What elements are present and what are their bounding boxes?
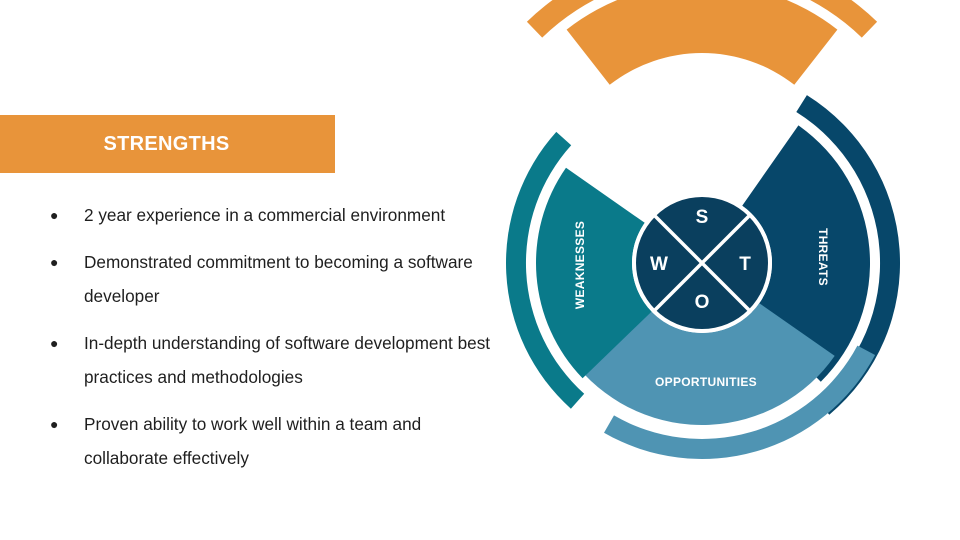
- list-item: ● In-depth understanding of software dev…: [50, 326, 500, 394]
- letter-t: T: [739, 254, 751, 275]
- list-item: ● Proven ability to work well within a t…: [50, 407, 500, 475]
- weaknesses-label: WEAKNESSES: [573, 221, 587, 309]
- strengths-label: STRENGTHS: [642, 87, 719, 101]
- strengths-outer-ring: [526, 0, 878, 38]
- bullet-text: Proven ability to work well within a tea…: [84, 414, 422, 468]
- bullet-text: In-depth understanding of software devel…: [84, 333, 491, 387]
- bullet-text: Demonstrated commitment to becoming a so…: [84, 252, 473, 306]
- threats-label: THREATS: [816, 228, 830, 286]
- center-divider: [653, 214, 751, 312]
- bullet-icon: ●: [50, 416, 59, 432]
- list-item: ● Demonstrated commitment to becoming a …: [50, 245, 500, 313]
- bullet-icon: ●: [50, 207, 59, 223]
- opportunities-segment: [577, 303, 835, 425]
- weaknesses-segment: [536, 167, 652, 379]
- opportunities-outer-ring: [604, 345, 876, 459]
- banner-title: STRENGTHS: [103, 132, 230, 155]
- weaknesses-outer-ring: [506, 131, 585, 409]
- strengths-segment: [566, 0, 838, 85]
- threats-outer-ring: [796, 95, 901, 415]
- bullet-icon: ●: [50, 254, 59, 270]
- bullet-text: 2 year experience in a commercial enviro…: [84, 205, 446, 225]
- list-item: ● 2 year experience in a commercial envi…: [50, 198, 500, 232]
- strengths-list: ● 2 year experience in a commercial envi…: [50, 198, 500, 488]
- letter-w: W: [650, 254, 668, 275]
- letter-o: O: [695, 292, 710, 313]
- letter-s: S: [696, 207, 709, 228]
- bullet-icon: ●: [50, 335, 59, 351]
- strengths-banner: STRENGTHS: [0, 115, 335, 173]
- opportunities-label: OPPORTUNITIES: [655, 375, 757, 389]
